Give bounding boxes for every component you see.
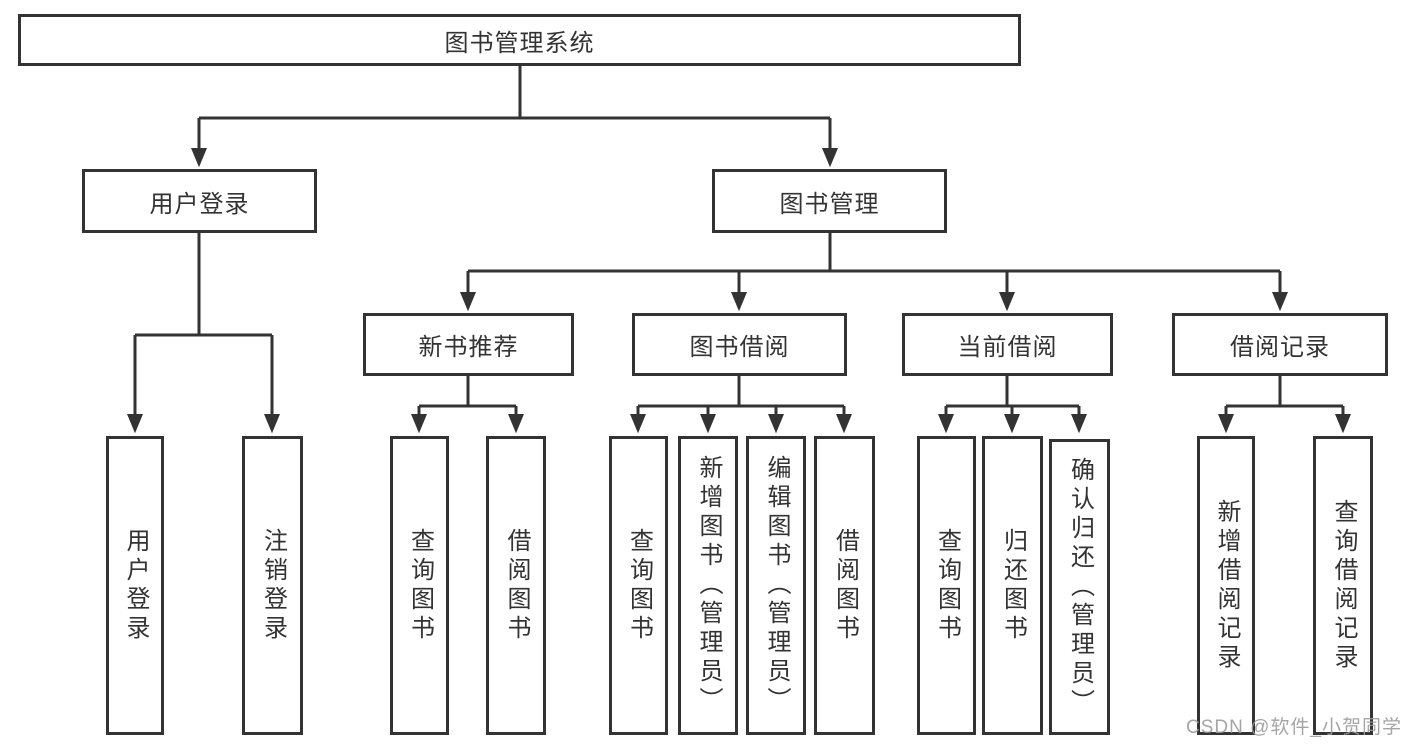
leaf-add-books-admin: 新增图书（管理员） — [678, 436, 738, 735]
leaf-label: 查询图书 — [933, 527, 961, 644]
node-library-management-system: 图书管理系统 — [18, 14, 1021, 66]
node-current-borrowing: 当前借阅 — [902, 313, 1113, 376]
leaf-query-borrow-record: 查询借阅记录 — [1313, 436, 1373, 735]
leaf-label: 查询借阅记录 — [1330, 498, 1357, 673]
leaf-label: 用户登录 — [122, 527, 149, 644]
leaf-logout: 注销登录 — [242, 436, 303, 735]
node-label: 新书推荐 — [418, 334, 519, 361]
leaf-label: 注销登录 — [259, 527, 287, 644]
node-book-management: 图书管理 — [712, 169, 947, 233]
leaf-label: 归还图书 — [999, 527, 1027, 644]
leaf-return-books: 归还图书 — [982, 436, 1043, 735]
leaf-label: 查询图书 — [406, 527, 434, 644]
leaf-add-borrow-record: 新增借阅记录 — [1197, 436, 1255, 735]
leaf-label: 查询图书 — [625, 527, 653, 644]
node-label: 图书管理 — [779, 190, 880, 218]
node-label: 借阅记录 — [1230, 334, 1330, 361]
leaf-user-login: 用户登录 — [106, 436, 164, 735]
leaf-label: 新增图书（管理员） — [695, 455, 722, 716]
node-book-borrowing: 图书借阅 — [632, 313, 847, 376]
leaf-label: 借阅图书 — [831, 527, 859, 644]
node-label: 图书借阅 — [689, 334, 790, 361]
leaf-edit-books-admin: 编辑图书（管理员） — [746, 436, 806, 735]
node-label: 用户登录 — [149, 190, 250, 218]
leaf-confirm-return-admin: 确认归还（管理员） — [1049, 439, 1110, 735]
leaf-label: 编辑图书（管理员） — [763, 455, 790, 716]
leaf-query-books-borrowing: 查询图书 — [609, 436, 668, 735]
leaf-query-books-current: 查询图书 — [917, 436, 976, 735]
leaf-borrow-books-borrowing: 借阅图书 — [814, 436, 875, 735]
leaf-label: 新增借阅记录 — [1213, 498, 1240, 673]
leaf-borrow-books-recommend: 借阅图书 — [486, 436, 546, 735]
csdn-watermark: CSDN @软件_小贺同学 — [1186, 717, 1402, 738]
node-borrowing-records: 借阅记录 — [1172, 313, 1388, 376]
leaf-label: 确认归还（管理员） — [1066, 456, 1094, 718]
leaf-query-books-recommend: 查询图书 — [390, 436, 449, 735]
node-user-login: 用户登录 — [82, 169, 317, 233]
node-new-book-recommendation: 新书推荐 — [363, 313, 574, 376]
node-label: 图书管理系统 — [444, 29, 595, 57]
node-label: 当前借阅 — [957, 334, 1058, 361]
leaf-label: 借阅图书 — [503, 527, 530, 644]
